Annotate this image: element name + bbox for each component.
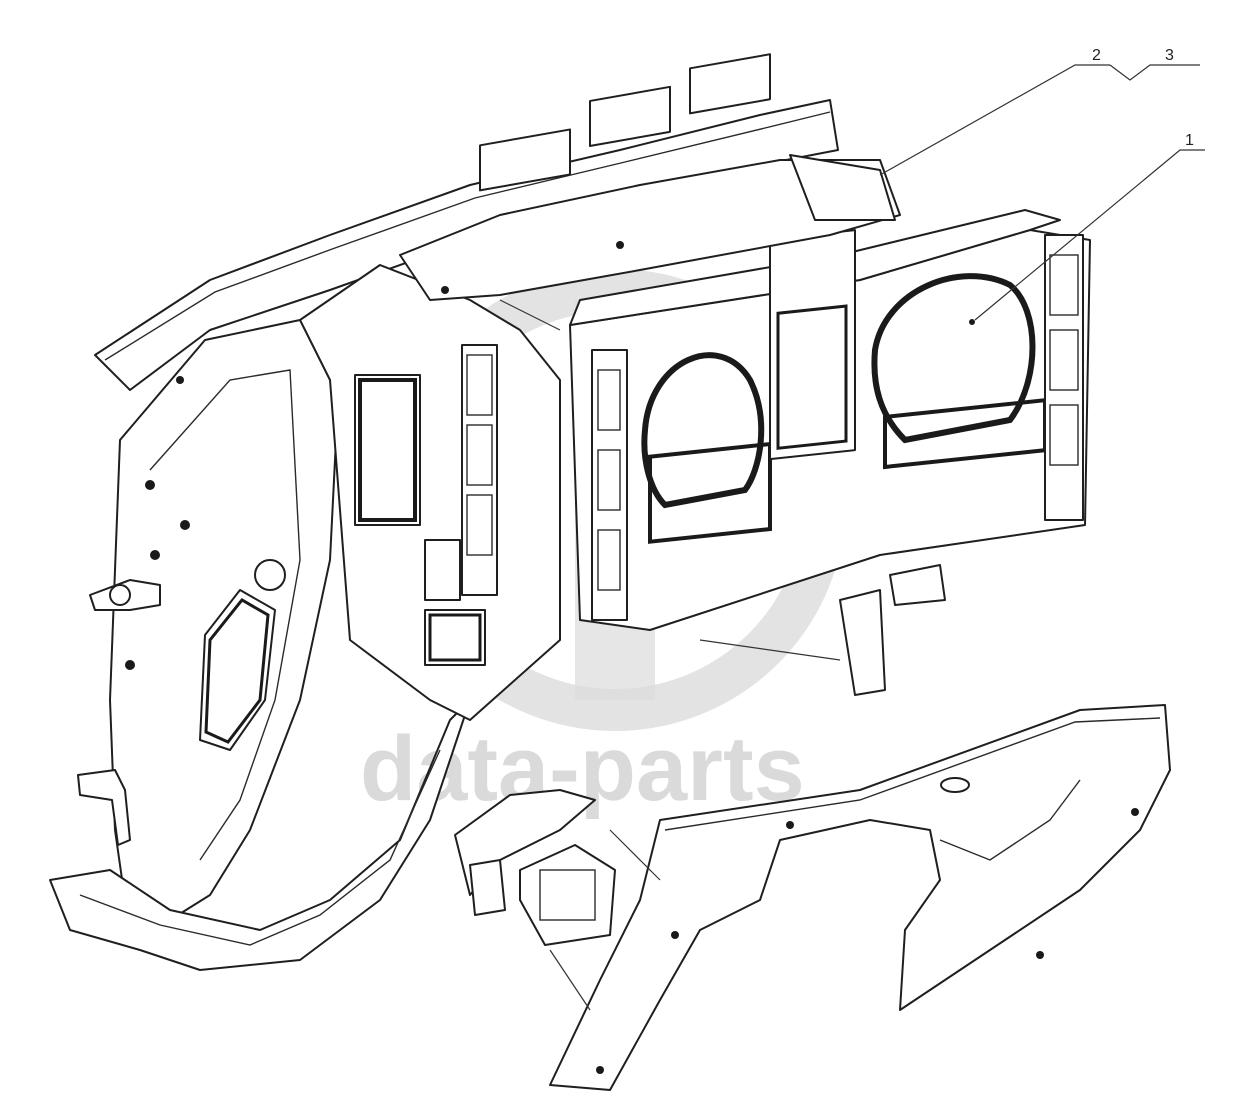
callout-label-3: 3 — [1165, 47, 1174, 64]
center-switch-panel — [299, 264, 561, 721]
callout-label-2: 2 — [1092, 47, 1101, 64]
instrument-cluster-housing — [569, 209, 1091, 696]
callout-leaders — [499, 64, 1205, 1011]
upper-cover-assembly — [399, 53, 901, 301]
lower-trim-cover — [549, 704, 1171, 1091]
switch-bracket-module — [454, 789, 616, 946]
callout-label-1: 1 — [1185, 132, 1194, 149]
